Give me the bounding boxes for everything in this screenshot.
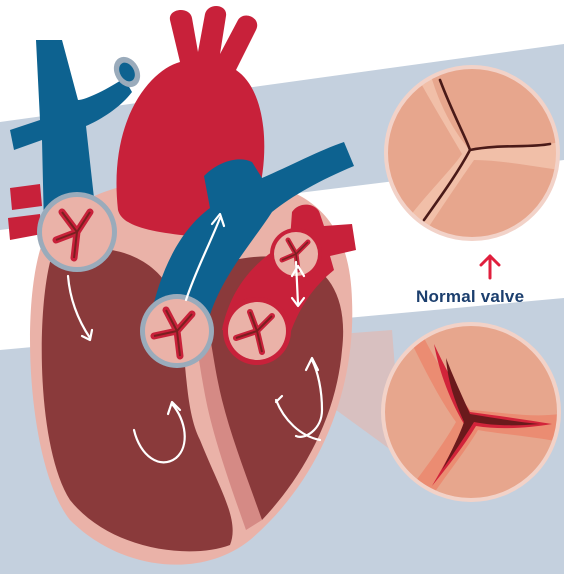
normal-valve-label: Normal valve — [416, 287, 564, 307]
arrow-up-icon — [481, 256, 499, 278]
tricuspid-valve — [37, 192, 117, 272]
pulmonary-valve — [140, 294, 214, 368]
aortic-valve — [223, 297, 291, 365]
